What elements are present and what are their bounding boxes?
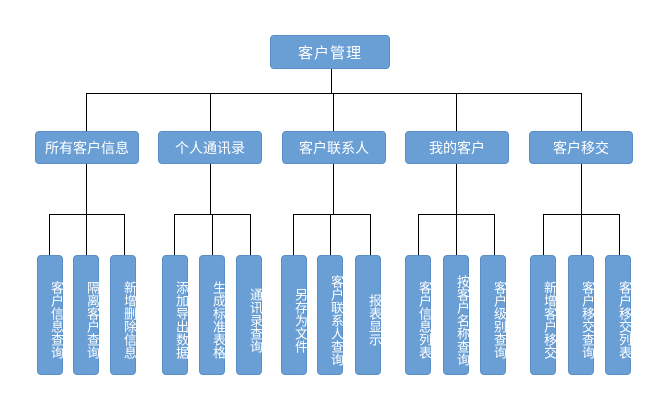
leaf-drop bbox=[456, 214, 457, 255]
leaf-connector bbox=[86, 164, 87, 214]
leaf-drop bbox=[250, 214, 251, 255]
leaf-drop bbox=[174, 214, 175, 255]
leaf-node: 客户信息查询 bbox=[37, 255, 63, 375]
leaf-node: 另存为文件 bbox=[281, 255, 307, 375]
leaf-node: 客户信息列表 bbox=[405, 255, 431, 375]
leaf-node: 生成标准表格 bbox=[199, 255, 225, 375]
leaf-drop bbox=[418, 214, 419, 255]
leaf-node: 客户移交查询 bbox=[568, 255, 594, 375]
branch-drop bbox=[333, 93, 334, 131]
leaf-node: 新增删除信息 bbox=[110, 255, 136, 375]
leaf-node: 新增客户移交 bbox=[530, 255, 556, 375]
leaf-node: 隔离客户查询 bbox=[73, 255, 99, 375]
branch-drop bbox=[210, 93, 211, 131]
leaf-drop bbox=[86, 214, 87, 255]
leaf-bus bbox=[293, 214, 370, 215]
leaf-connector bbox=[333, 164, 334, 214]
branch-drop bbox=[86, 93, 87, 131]
branch-node-my-customers: 我的客户 bbox=[405, 131, 509, 164]
leaf-drop bbox=[543, 214, 544, 255]
leaf-drop bbox=[370, 214, 371, 255]
leaf-node: 按客户名称查询 bbox=[443, 255, 469, 375]
branch-drop bbox=[456, 93, 457, 131]
branch-node-all-customers: 所有客户信息 bbox=[35, 131, 139, 164]
leaf-connector bbox=[210, 164, 211, 214]
leaf-drop bbox=[49, 214, 50, 255]
leaf-connector bbox=[581, 164, 582, 214]
branch-drop bbox=[581, 93, 582, 131]
leaf-drop bbox=[494, 214, 495, 255]
leaf-node: 添加导出数据 bbox=[162, 255, 188, 375]
leaf-drop bbox=[330, 214, 331, 255]
leaf-drop bbox=[124, 214, 125, 255]
branch-node-contacts-book: 个人通讯录 bbox=[158, 131, 262, 164]
leaf-drop bbox=[212, 214, 213, 255]
leaf-connector bbox=[456, 164, 457, 214]
leaf-node: 通讯录查询 bbox=[236, 255, 262, 375]
leaf-node: 客户联系人查询 bbox=[317, 255, 343, 375]
leaf-node: 客户级别查询 bbox=[480, 255, 506, 375]
root-node: 客户管理 bbox=[270, 35, 390, 69]
root-connector bbox=[331, 68, 332, 93]
branch-node-customer-contacts: 客户联系人 bbox=[282, 131, 386, 164]
leaf-drop bbox=[293, 214, 294, 255]
leaf-drop bbox=[619, 214, 620, 255]
branch-node-customer-transfer: 客户移交 bbox=[529, 131, 633, 164]
leaf-node: 报表显示 bbox=[355, 255, 381, 375]
leaf-drop bbox=[581, 214, 582, 255]
leaf-node: 客户移交列表 bbox=[605, 255, 631, 375]
